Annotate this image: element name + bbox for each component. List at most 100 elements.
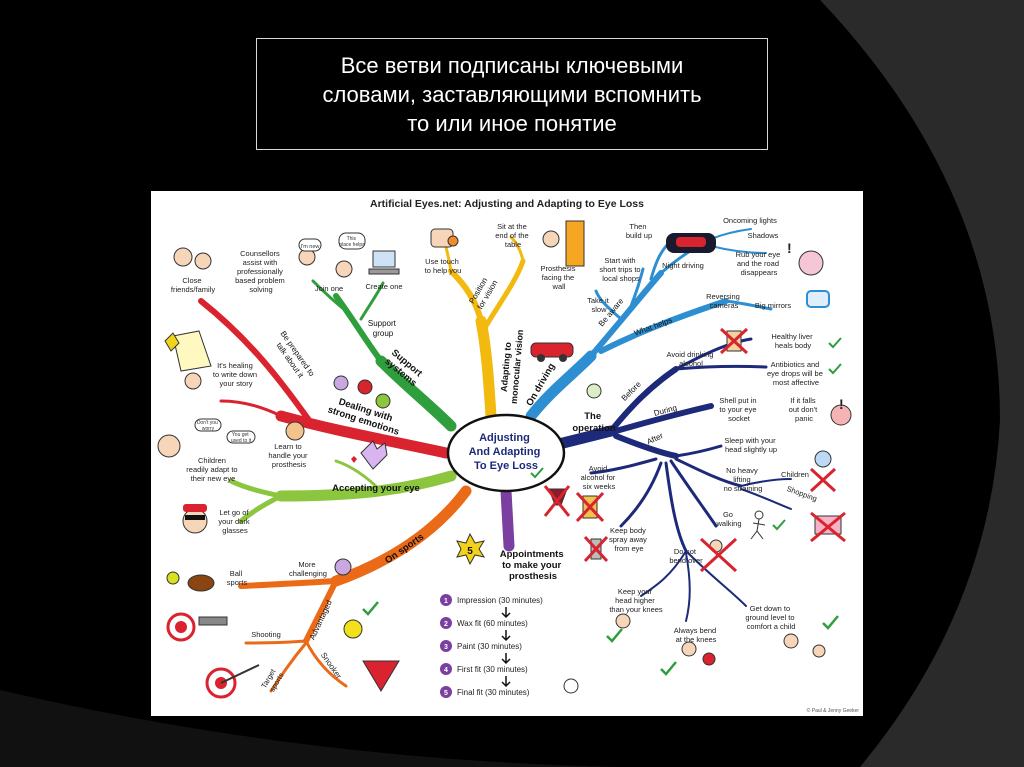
smiley-icon — [564, 679, 578, 693]
step-number: 3 — [444, 644, 448, 651]
sit-label: Sit at the end of the table — [495, 222, 530, 249]
adult-icon — [784, 634, 798, 648]
get-down-label: Get down to ground level to comfort a ch… — [745, 604, 796, 631]
person-icon — [543, 231, 559, 247]
cross-icon — [811, 469, 835, 491]
down-arrow-icon — [502, 607, 510, 617]
appointment-step: Final fit (30 minutes) — [457, 688, 530, 697]
check-icon — [823, 616, 838, 628]
wheel-icon — [559, 354, 567, 362]
operation-spray-branch — [621, 463, 661, 526]
operation-after: After — [645, 431, 664, 446]
slide-title-box: Все ветви подписаны ключевыми словами, з… — [256, 38, 768, 150]
avoid-drinking-label: Avoid drinking alcohol — [666, 350, 715, 368]
accepting-name: Accepting your eye — [332, 483, 420, 494]
target-sports-label: Target sports — [259, 666, 286, 695]
face-icon — [174, 248, 192, 266]
create-one-label: Create one — [365, 282, 402, 291]
child-face-icon — [158, 435, 180, 457]
step-number: 5 — [444, 690, 448, 697]
down-arrow-icon — [502, 653, 510, 663]
avoid-six-weeks-label: Avoid alcohol for six weeks — [581, 464, 618, 491]
child-icon — [813, 645, 825, 657]
go-walking-label: Go walking — [715, 510, 741, 528]
computer-icon — [373, 251, 395, 267]
exclamation-icon: ! — [787, 240, 792, 256]
close-friends-label: Close friends/family — [171, 276, 215, 294]
credit-text: © Paul & Jenny Geeker — [807, 707, 860, 714]
night-driving-label: Night driving — [662, 261, 704, 270]
touch-label: Use touch to help you — [425, 257, 462, 275]
cup-icon — [448, 236, 458, 246]
check-icon — [661, 662, 676, 674]
accepting-children-branch — [231, 481, 281, 496]
child-icon — [682, 642, 696, 656]
shell-label: Shell put in to your eye socket — [719, 396, 758, 423]
walking-person-body — [751, 519, 765, 539]
hand-icon — [286, 422, 304, 440]
face-glasses-icon — [183, 509, 207, 533]
car-icon — [531, 343, 573, 357]
angry-face-icon — [358, 380, 372, 394]
step-number: 2 — [444, 621, 448, 628]
bend-knees-label: Always bend at the knees — [674, 626, 719, 644]
rub-eye-label: Rub your eye and the road disappears — [736, 250, 783, 277]
start-trips-label: Start with short trips to local shops — [599, 256, 642, 283]
healthy-liver-label: Healthy liver heals body — [771, 332, 814, 350]
if-it-falls-label: If it falls out don't panic — [789, 396, 820, 423]
snooker-balls-icon — [363, 661, 399, 691]
down-arrow-icon — [502, 630, 510, 640]
more-challenging-label: More challenging — [289, 560, 327, 578]
antibiotics-label: Antibiotics and eye drops will be most a… — [767, 360, 825, 387]
counsellors-label: Counsellors assist with professionally b… — [235, 249, 287, 294]
hand-pen-icon — [185, 373, 201, 389]
sleep-label: Sleep with your head slightly up — [724, 436, 777, 454]
operation-name: The operation — [572, 411, 615, 434]
learn-handle-label: Learn to handle your prosthesis — [268, 442, 309, 469]
car-icon — [676, 237, 706, 247]
mind-map: Artificial Eyes.net: Adjusting and Adapt… — [151, 191, 863, 716]
center-label: Adjusting And Adapting To Eye Loss — [469, 432, 544, 472]
down-arrow-icon — [502, 676, 510, 686]
shooting-label: Shooting — [251, 630, 281, 639]
driving-shadows-branch — [711, 229, 751, 239]
flower-icon — [703, 653, 715, 665]
face-icon — [336, 261, 352, 277]
check-icon — [829, 364, 841, 373]
wheel-icon — [537, 354, 545, 362]
tennis-ball-icon — [167, 572, 179, 584]
children-label: Children — [781, 470, 809, 479]
appointment-step: Impression (30 minutes) — [457, 596, 543, 605]
healing-label: It's healing to write down your story — [213, 361, 259, 388]
target-center-icon — [175, 621, 187, 633]
sports-ball-branch — [241, 581, 336, 586]
face-icon — [376, 394, 390, 408]
prosthesis-wall-label: Prosthesis facing the wall — [540, 264, 577, 291]
head-higher-label: Keep your head higher than your knees — [609, 587, 663, 614]
sports-branch — [336, 491, 466, 581]
face-icon — [195, 253, 211, 269]
slide-title-line: то или иное понятие — [322, 109, 701, 138]
appointment-step: Wax fit (60 minutes) — [457, 619, 528, 628]
check-icon — [363, 602, 378, 614]
step-number: 4 — [444, 667, 448, 674]
wall-icon — [566, 221, 584, 266]
sports-name: On sports — [383, 532, 426, 567]
big-mirrors-label: Big mirrors — [755, 301, 792, 310]
smiley-icon — [344, 620, 362, 638]
face-icon — [334, 376, 348, 390]
slide-title-line: Все ветви подписаны ключевыми — [322, 51, 701, 80]
children-adapt-label: Children readily adapt to their new eye — [186, 456, 239, 483]
check-icon — [773, 520, 785, 529]
walking-person-icon — [755, 511, 763, 519]
bubble-text: You get used to it — [231, 432, 252, 444]
appointments-number: 5 — [467, 546, 473, 557]
no-lifting-label: No heavy lifting no straining — [724, 466, 763, 493]
check-icon — [607, 629, 622, 641]
appointments-branch — [506, 491, 509, 546]
football-icon — [188, 575, 214, 591]
doctor-icon — [587, 384, 601, 398]
let-go-label: Let go of your dark glasses — [218, 508, 251, 535]
mirror-icon — [807, 291, 829, 307]
check-icon — [829, 338, 841, 347]
